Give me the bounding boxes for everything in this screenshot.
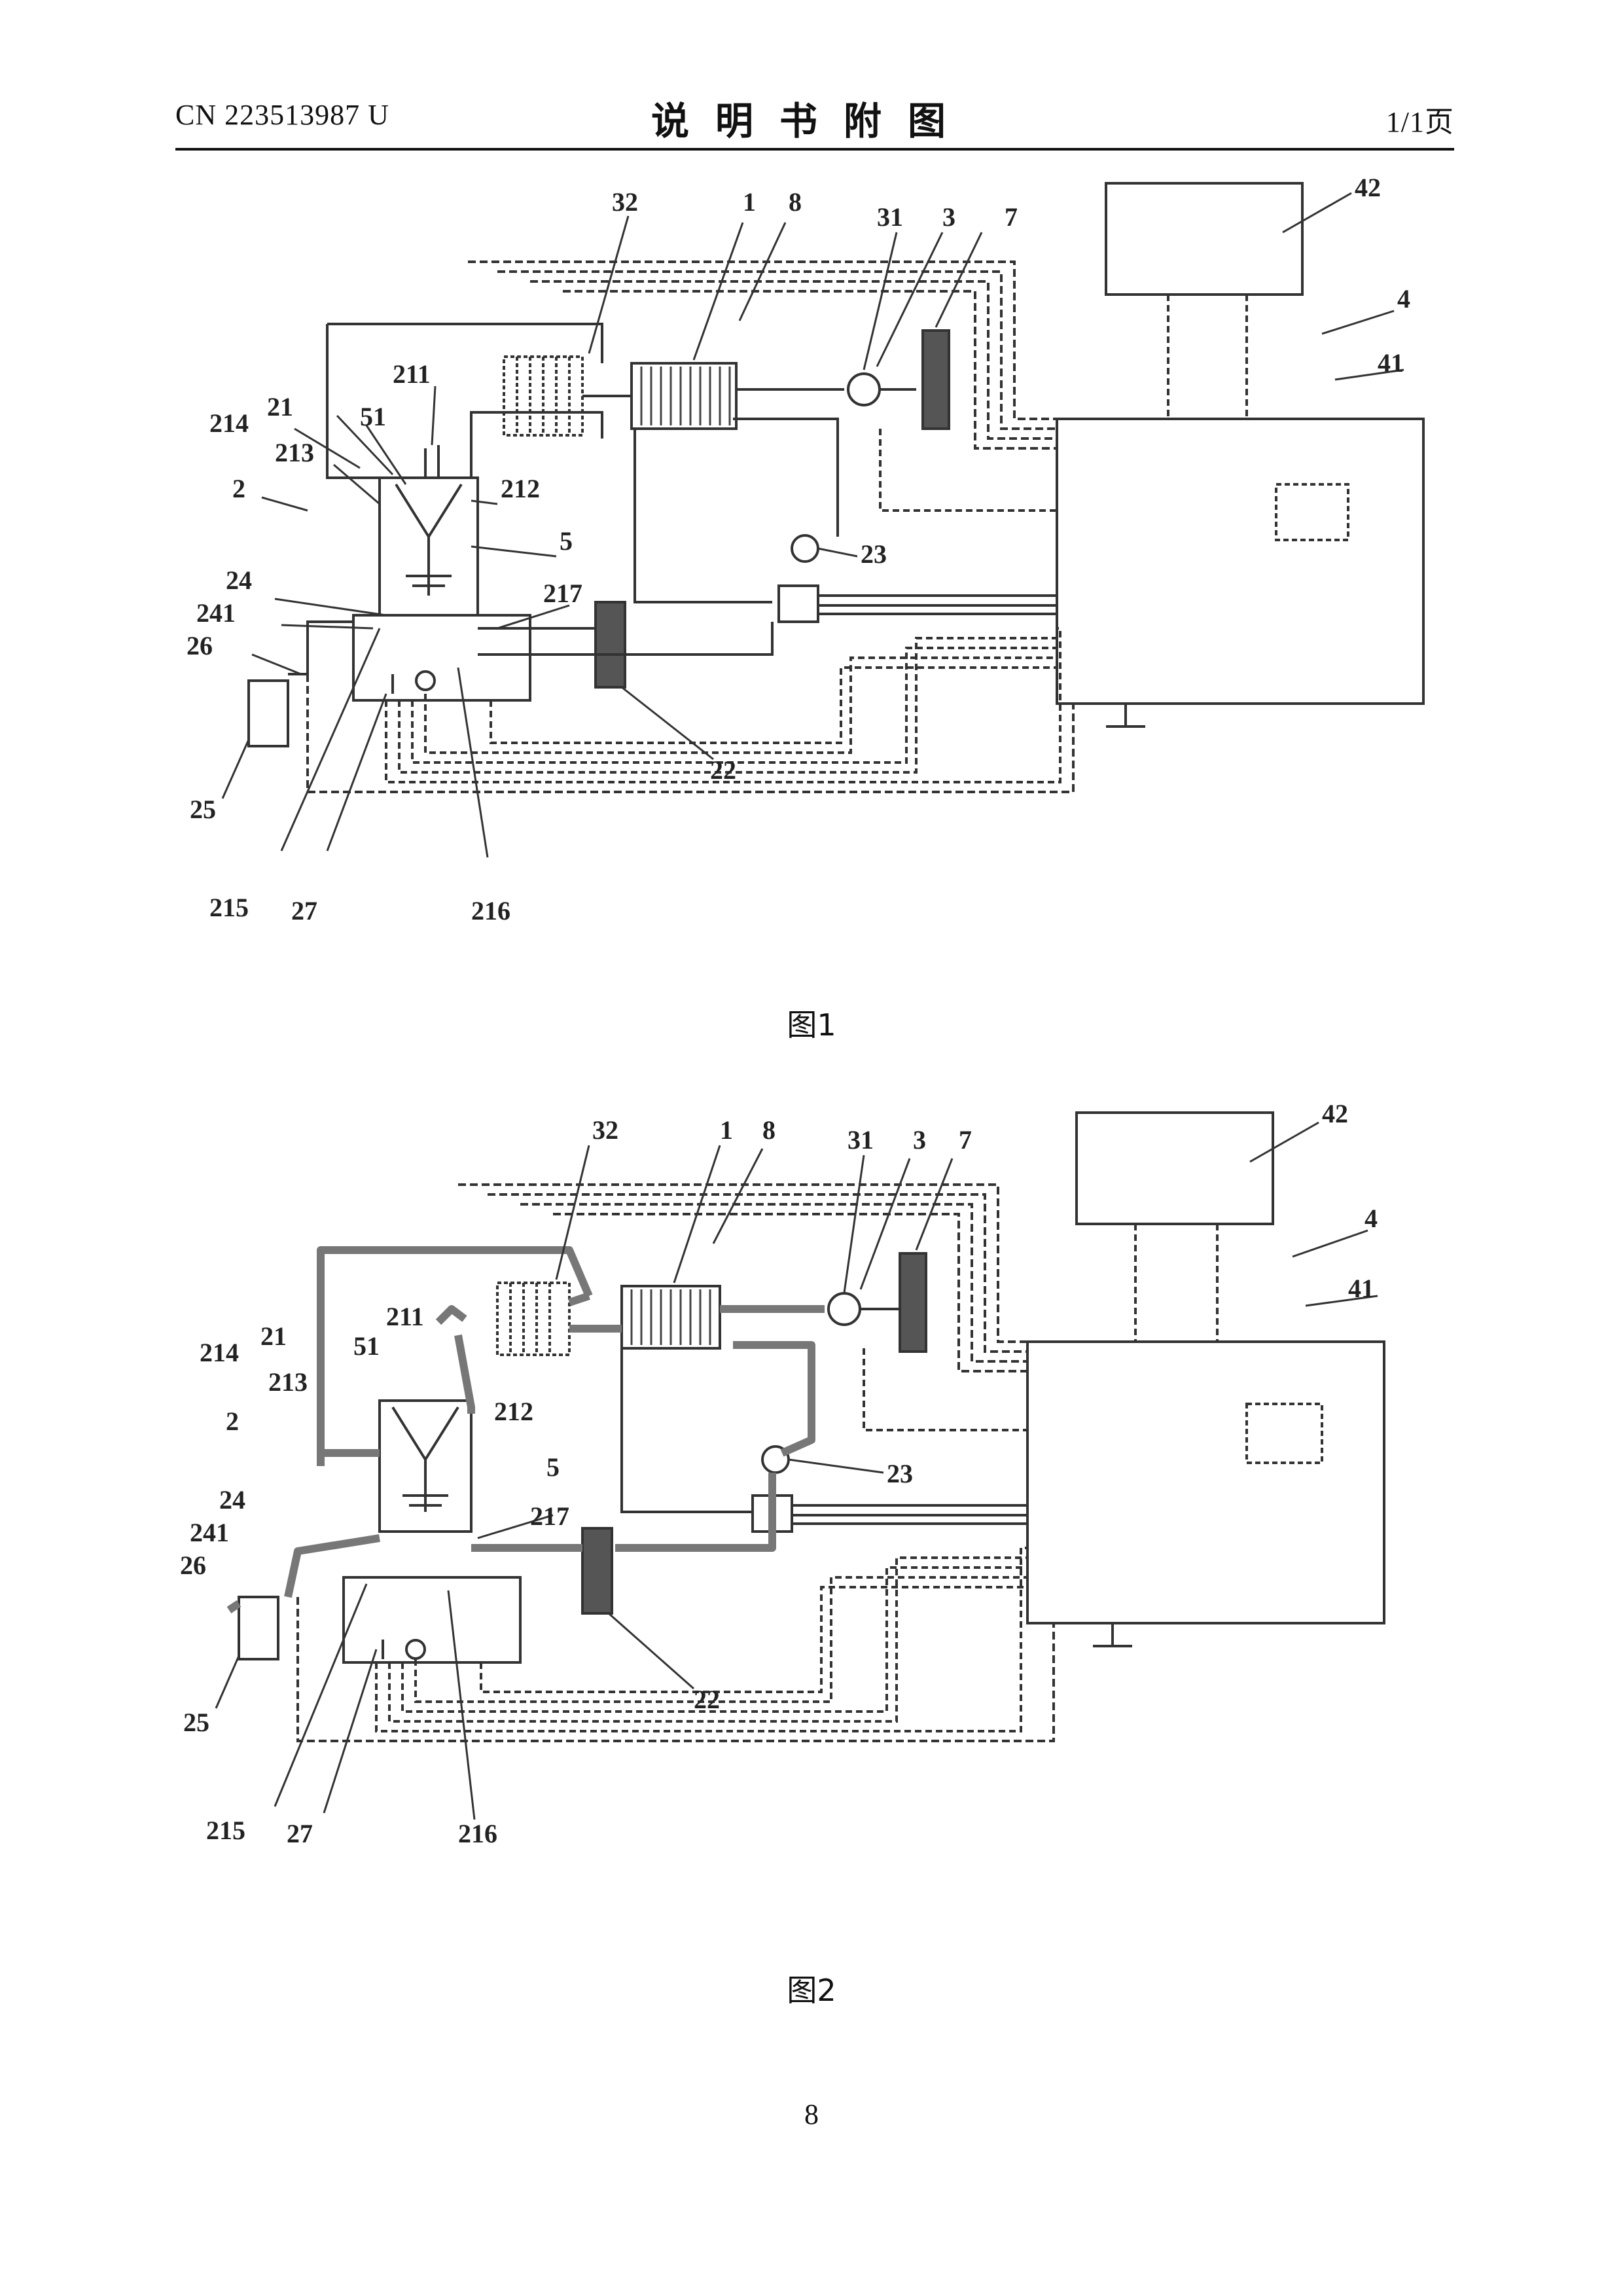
label-8: 8 <box>762 1115 776 1145</box>
box-42 <box>1106 183 1302 295</box>
page-number: 8 <box>0 2098 1623 2131</box>
label-211: 211 <box>393 359 431 389</box>
page-count: 1/1页 <box>1386 98 1454 140</box>
container-25 <box>249 681 288 746</box>
pump-31 <box>848 374 880 405</box>
label-215: 215 <box>206 1816 245 1845</box>
label-27: 27 <box>287 1819 313 1848</box>
page-title: 说明书附图 <box>0 90 1623 145</box>
label-213: 213 <box>275 438 314 467</box>
box-42 <box>1077 1113 1273 1224</box>
tank-lower <box>344 1577 520 1662</box>
label-217: 217 <box>543 579 582 608</box>
label-32: 32 <box>592 1115 618 1145</box>
box-41 <box>1027 1342 1384 1623</box>
caption-figure-1: 图1 <box>0 1001 1623 1045</box>
label-241: 241 <box>190 1518 229 1547</box>
label-25: 25 <box>183 1708 209 1737</box>
label-212: 212 <box>494 1397 533 1426</box>
label-27: 27 <box>291 896 317 925</box>
caption-figure-2: 图2 <box>0 1967 1623 2010</box>
label-26: 26 <box>187 631 213 660</box>
label-4: 4 <box>1397 284 1410 314</box>
label-213: 213 <box>268 1367 308 1397</box>
label-7: 7 <box>1005 202 1018 232</box>
label-214: 214 <box>209 408 249 438</box>
header-rule <box>175 148 1454 151</box>
label-41: 41 <box>1378 348 1404 378</box>
label-212: 212 <box>501 474 540 503</box>
label-1: 1 <box>743 187 756 217</box>
pump-31 <box>829 1293 860 1325</box>
label-216: 216 <box>471 896 510 925</box>
label-216: 216 <box>458 1819 497 1848</box>
block-7 <box>923 331 949 429</box>
figure-2-diagram: 32 1 8 31 3 7 42 4 41 211 21 214 51 213 … <box>0 1086 1623 1937</box>
label-21: 21 <box>260 1321 287 1351</box>
label-26: 26 <box>180 1551 206 1580</box>
label-41: 41 <box>1348 1274 1374 1303</box>
label-51: 51 <box>353 1331 380 1361</box>
figure-1: 32 1 8 31 3 7 42 4 41 211 21 214 51 213 … <box>0 170 1623 956</box>
label-4: 4 <box>1364 1204 1378 1233</box>
label-23: 23 <box>887 1459 913 1488</box>
label-215: 215 <box>209 893 249 922</box>
label-25: 25 <box>190 795 216 824</box>
box-41 <box>1057 419 1423 704</box>
label-2: 2 <box>232 474 245 503</box>
label-24: 24 <box>226 565 252 595</box>
label-32: 32 <box>612 187 638 217</box>
pump-23 <box>792 535 818 562</box>
container-25 <box>239 1597 278 1659</box>
block-22 <box>596 602 625 687</box>
label-211: 211 <box>386 1302 424 1331</box>
figure-1-diagram: 32 1 8 31 3 7 42 4 41 211 21 214 51 213 … <box>0 170 1623 956</box>
label-24: 24 <box>219 1485 245 1515</box>
label-22: 22 <box>710 755 736 785</box>
block-7 <box>900 1253 926 1352</box>
label-22: 22 <box>694 1685 720 1714</box>
label-42: 42 <box>1355 173 1381 202</box>
label-21: 21 <box>267 392 293 422</box>
label-31: 31 <box>847 1125 874 1155</box>
label-8: 8 <box>789 187 802 217</box>
label-51: 51 <box>360 402 386 431</box>
label-1: 1 <box>720 1115 733 1145</box>
label-7: 7 <box>959 1125 972 1155</box>
label-3: 3 <box>942 202 955 232</box>
exchanger-32 <box>497 1283 569 1355</box>
label-42: 42 <box>1322 1099 1348 1128</box>
figure-2: 32 1 8 31 3 7 42 4 41 211 21 214 51 213 … <box>0 1086 1623 1937</box>
label-2: 2 <box>226 1407 239 1436</box>
label-217: 217 <box>530 1501 569 1531</box>
label-214: 214 <box>200 1338 239 1367</box>
label-241: 241 <box>196 598 236 628</box>
block-22 <box>582 1528 612 1613</box>
label-5: 5 <box>546 1452 560 1482</box>
label-5: 5 <box>560 526 573 556</box>
label-31: 31 <box>877 202 903 232</box>
label-3: 3 <box>913 1125 926 1155</box>
label-23: 23 <box>861 539 887 569</box>
